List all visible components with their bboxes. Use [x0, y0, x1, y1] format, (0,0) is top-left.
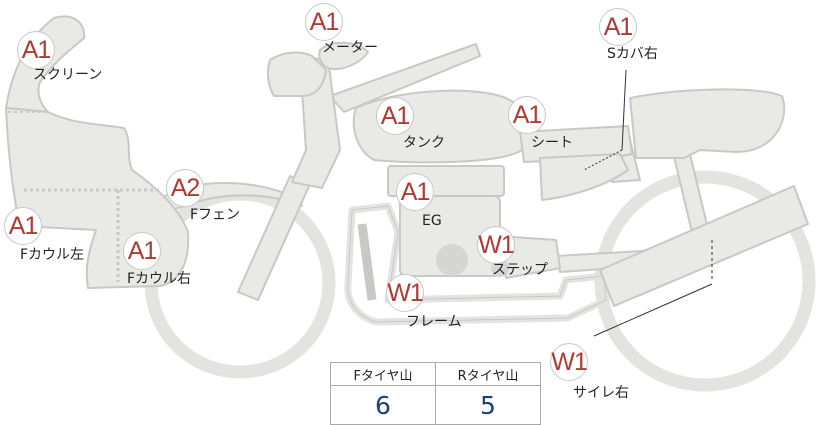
grade-badge-screen: A1 [17, 31, 55, 69]
grade-badge-tank: A1 [376, 97, 414, 135]
leader-muffler-2 [593, 283, 713, 337]
leader-scover [621, 69, 627, 151]
muffler-shape [599, 185, 809, 307]
front-tire-tread-value: 6 [330, 385, 436, 425]
engine-cover [436, 244, 468, 276]
part-label-frame: フレーム [406, 314, 462, 330]
part-label-seat: シート [531, 135, 573, 151]
part-label-step: ステップ [492, 262, 548, 278]
part-label-front-fender: Fフェン [190, 207, 241, 223]
grade-badge-step: W1 [477, 226, 515, 264]
grade-badge-front-fender: A2 [166, 169, 204, 207]
rear-tire-tread-value: 5 [435, 385, 541, 425]
part-label-scover-right: Sカバ右 [607, 46, 658, 62]
side-cover-shape [539, 153, 629, 201]
grade-badge-seat: A1 [508, 96, 546, 134]
front-tire-tread-header: Fタイヤ山 [330, 362, 436, 386]
grade-badge-frame: W1 [386, 274, 424, 312]
meter-shape [318, 41, 369, 70]
part-label-meter: メーター [322, 40, 378, 56]
part-label-screen: スクリーン [33, 67, 103, 83]
grade-badge-front-cowl-left: A1 [4, 207, 42, 245]
grade-badge-front-cowl-right: A1 [123, 232, 161, 270]
grade-badge-silencer-right: W1 [550, 343, 588, 381]
handlebar-shape [329, 43, 481, 113]
grade-badge-meter: A1 [305, 3, 343, 41]
part-label-front-cowl-right: Fカウル右 [127, 271, 192, 287]
grade-badge-engine: A1 [396, 173, 434, 211]
part-label-engine: EG [422, 213, 442, 229]
leader-scover-2 [583, 149, 623, 171]
tire-tread-table: Fタイヤ山 Rタイヤ山 6 5 [330, 362, 541, 425]
part-label-tank: タンク [403, 135, 445, 151]
grade-badge-scover-right: A1 [599, 8, 637, 46]
lower-frame-shape [357, 223, 377, 301]
headlight-shape [266, 51, 327, 97]
part-label-silencer-right: サイレ右 [573, 385, 629, 401]
rear-tire-tread-header: Rタイヤ山 [435, 362, 541, 386]
tail-cowl-shape [629, 88, 786, 159]
part-label-front-cowl-left: Fカウル左 [20, 247, 85, 263]
